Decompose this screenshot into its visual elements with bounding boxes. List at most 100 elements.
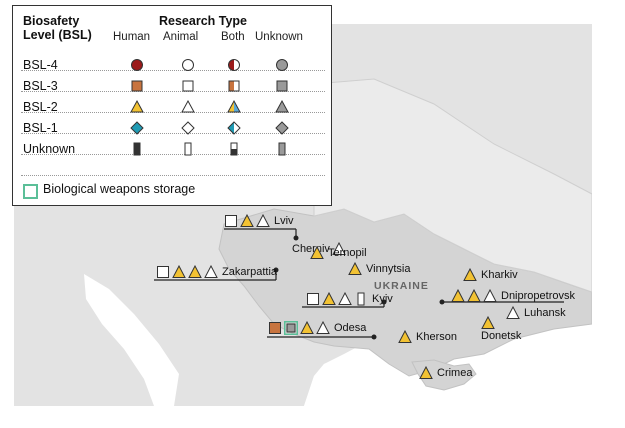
city-zakarpattia: Zakarpattia — [156, 264, 278, 279]
row-bsl3: BSL-3 — [23, 79, 58, 93]
city-crimea: Crimea — [419, 365, 473, 380]
bsl2-human-icon — [188, 264, 202, 278]
unknownbsl-unknown-symbol — [278, 142, 286, 156]
bsl1-unknown-symbol — [275, 121, 289, 135]
city-label: Dnipropetrovsk — [501, 290, 575, 302]
bsl4-animal-symbol — [182, 59, 194, 71]
bsl2-both-symbol — [227, 99, 241, 113]
city-symbols — [348, 261, 364, 275]
bsl2-human-icon — [481, 315, 495, 329]
bsl4-human-symbol — [131, 59, 143, 71]
legend-divider — [21, 133, 325, 134]
city-label: Cherniv — [292, 243, 330, 255]
col-human: Human — [113, 31, 151, 43]
legend-divider — [21, 112, 325, 113]
city-kharkiv: Kharkiv — [463, 267, 518, 282]
bsl2-animal-icon — [338, 291, 352, 305]
city-symbols — [451, 288, 499, 302]
bsl2-human-icon — [322, 291, 336, 305]
unknownbsl-animal-symbol — [184, 142, 192, 156]
bsl2-animal-icon — [483, 288, 497, 302]
city-lviv: Lviv — [224, 213, 294, 228]
bsl2-human-icon — [419, 365, 433, 379]
legend-divider — [21, 175, 325, 176]
storage-legend-label: Biological weapons storage — [43, 182, 196, 196]
north-region — [313, 78, 592, 293]
bsl4-unknown-symbol — [276, 59, 288, 71]
city-label-wrap: Donetsk — [481, 330, 521, 342]
bsl2-unknown-symbol — [275, 99, 289, 113]
unk-animal-square-icon — [157, 266, 169, 278]
city-label: Luhansk — [524, 307, 566, 319]
col-animal: Animal — [163, 31, 199, 43]
city-symbols — [224, 213, 272, 227]
bsl2-human-symbol — [130, 99, 144, 113]
bsl3-animal-symbol — [182, 80, 194, 92]
adriatic-sea — [84, 274, 179, 406]
bsl2-human-icon — [310, 245, 324, 259]
bsl1-animal-symbol — [181, 121, 195, 135]
crimea-land — [411, 359, 477, 391]
city-label: Donetsk — [481, 330, 522, 343]
unk-animal-square-icon — [307, 293, 319, 305]
city-label: Kharkiv — [481, 269, 518, 281]
unk-animal-square-icon — [225, 215, 237, 227]
city-label: Lviv — [274, 215, 294, 227]
bsl2-animal-icon — [332, 241, 346, 255]
row-bsl2: BSL-2 — [23, 100, 58, 114]
unknownbsl-both-symbol — [230, 142, 238, 156]
city-symbols — [310, 245, 326, 259]
legend-title-line2: Level (BSL) — [23, 28, 92, 42]
city-label: Kherson — [416, 331, 457, 343]
legend-divider — [21, 70, 325, 71]
city-symbols — [332, 241, 348, 255]
col-both: Both — [221, 31, 245, 43]
row-unknown: Unknown — [23, 142, 76, 156]
bsl2-human-icon — [300, 320, 314, 334]
city-cherniv: Cherniv — [292, 241, 348, 256]
bsl2-animal-icon — [204, 264, 218, 278]
city-label: Crimea — [437, 367, 473, 379]
city-label: Ternopil — [328, 247, 367, 259]
city-kyiv: Kyiv — [306, 291, 393, 306]
city-symbols — [306, 291, 370, 306]
city-symbols — [463, 267, 479, 281]
bsl3-both-symbol — [228, 80, 240, 92]
bsl2-human-icon — [172, 264, 186, 278]
bsl2-human-icon — [451, 288, 465, 302]
city-symbols — [398, 329, 414, 343]
legend-divider — [21, 91, 325, 92]
legend-research-type: Research Type — [159, 14, 248, 28]
storage-legend-symbol — [23, 184, 38, 199]
city-kherson: Kherson — [398, 329, 457, 344]
city-ternopil: Ternopil — [310, 245, 367, 260]
bsl3-unknown-symbol — [276, 80, 288, 92]
bsl2-animal-icon — [506, 305, 520, 319]
city-dnipropetrovsk: Dnipropetrovsk — [451, 288, 575, 303]
bsl2-human-icon — [463, 267, 477, 281]
legend-divider — [21, 154, 325, 155]
city-symbols — [419, 365, 435, 379]
bsl2-animal-icon — [316, 320, 330, 334]
legend-symbols — [130, 59, 289, 156]
city-label: Kyiv — [372, 293, 393, 305]
row-bsl1: BSL-1 — [23, 121, 58, 135]
bsl1-human-symbol — [130, 121, 144, 135]
bsl2-human-icon — [348, 261, 362, 275]
bsl3-human-symbol — [131, 80, 143, 92]
country-label-ukraine: UKRAINE — [374, 280, 429, 292]
legend-title: Biosafety Level (BSL) — [23, 14, 92, 42]
unknownbsl-human-symbol — [133, 142, 141, 156]
legend: Biosafety Level (BSL) Research Type Huma… — [12, 5, 332, 206]
bsl2-human-icon — [398, 329, 412, 343]
bsl1-both-symbol — [227, 121, 241, 135]
city-label: Zakarpattia — [222, 266, 278, 278]
col-unknown: Unknown — [255, 31, 303, 43]
city-symbols — [506, 305, 522, 319]
unknown-animal-icon — [357, 292, 365, 306]
bsl2-human-icon — [240, 213, 254, 227]
city-label: Vinnytsia — [366, 263, 411, 275]
legend-title-line1: Biosafety — [23, 14, 80, 28]
bsl2-animal-icon — [256, 213, 270, 227]
city-label: Odesa — [334, 322, 367, 334]
